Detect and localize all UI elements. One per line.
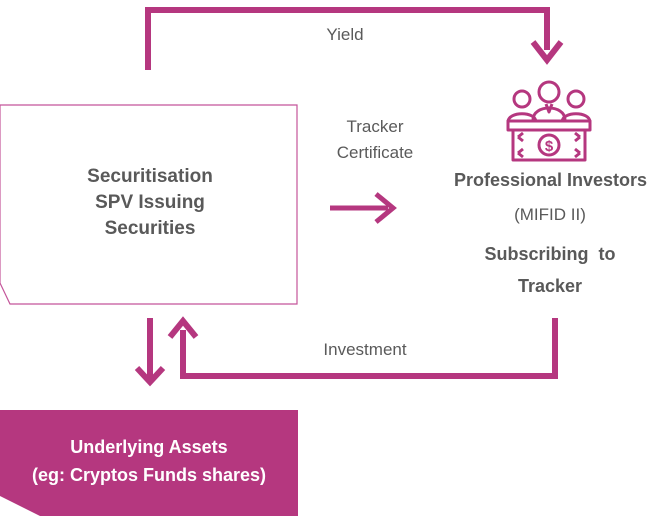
investment-arrow-line xyxy=(180,318,558,379)
tracker-label-line1: Tracker xyxy=(346,117,404,136)
spv-line1: Securitisation xyxy=(87,166,213,187)
investment-arrow-head xyxy=(167,316,199,339)
investors-title: Professional Investors xyxy=(453,170,648,190)
investors-with-money-icon xyxy=(506,80,592,162)
spv-line2: SPV Issuing xyxy=(95,192,205,213)
yield-arrow-head xyxy=(530,40,564,65)
investors-line2: Tracker xyxy=(517,276,583,296)
tracker-arrow-head xyxy=(374,192,397,224)
investors-subscribing: Subscribing to Tracker xyxy=(450,238,650,302)
spv-box xyxy=(0,104,298,305)
spv-title: Securitisation SPV Issuing Securities xyxy=(40,164,260,242)
investors-line1: Subscribing to xyxy=(484,244,616,264)
tracker-label-line2: Certificate xyxy=(336,143,414,162)
dollar-symbol: $ xyxy=(545,138,554,155)
assets-title: Underlying Assets (eg: Cryptos Funds sha… xyxy=(0,433,298,489)
assets-arrow-head xyxy=(134,365,166,387)
spv-line3: Securities xyxy=(104,218,196,239)
assets-box xyxy=(0,410,298,516)
yield-label: Yield xyxy=(326,25,364,44)
investors-subtitle: (MIFID II) xyxy=(514,205,586,224)
yield-arrow-line xyxy=(145,7,550,70)
assets-line1: Underlying Assets xyxy=(70,437,228,457)
tracker-certificate-label: Tracker Certificate xyxy=(315,114,435,166)
assets-line2: (eg: Cryptos Funds shares) xyxy=(31,465,267,485)
investment-label: Investment xyxy=(323,340,407,359)
